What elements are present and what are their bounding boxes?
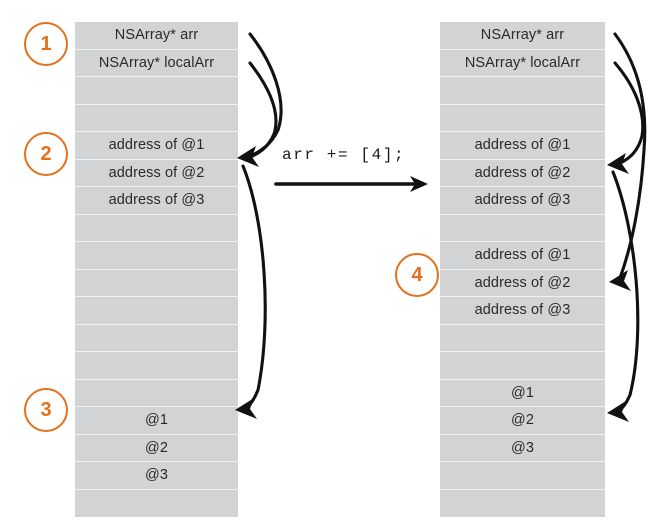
step-badge-2: 2 (24, 132, 68, 176)
before-localarr-pointer-arrow (246, 61, 278, 160)
after-memory-empty-row (440, 77, 605, 105)
before-memory-row: @2 (75, 434, 238, 462)
after-localarr-pointer-arrow (607, 61, 645, 174)
before-memory-empty-row (75, 269, 238, 297)
before-memory-row: address of @2 (75, 159, 238, 187)
after-memory-empty-row (440, 489, 605, 517)
after-memory-row: NSArray* arr (440, 22, 605, 50)
after-memory-row: address of @2 (440, 159, 605, 187)
before-memory-row: @3 (75, 462, 238, 490)
before-memory-empty-row (75, 324, 238, 352)
before-memory-empty-row (75, 104, 238, 132)
before-element-pointer-arrow (235, 164, 267, 419)
transition-code-label: arr += [4]; (282, 146, 406, 164)
transition-arrow-icon (274, 176, 428, 192)
after-memory-row: address of @3 (440, 187, 605, 215)
after-memory-empty-row (440, 462, 605, 490)
after-memory-row: @2 (440, 407, 605, 435)
before-memory-empty-row (75, 297, 238, 325)
step-badge-1: 1 (24, 22, 68, 66)
before-memory-empty-row (75, 242, 238, 270)
before-memory-empty-row (75, 214, 238, 242)
after-arr-pointer-arrow (609, 32, 647, 291)
before-memory-row: NSArray* arr (75, 22, 238, 50)
after-memory-row: address of @1 (440, 242, 605, 270)
before-memory-row: address of @3 (75, 187, 238, 215)
before-memory-row: @1 (75, 407, 238, 435)
after-memory-row: address of @2 (440, 269, 605, 297)
before-arr-pointer-arrow (237, 32, 283, 167)
after-memory-empty-row (440, 352, 605, 380)
step-badge-4: 4 (395, 253, 439, 297)
after-element-pointer-arrow (607, 170, 640, 422)
after-memory-row: address of @1 (440, 132, 605, 160)
after-memory-row: address of @3 (440, 297, 605, 325)
after-memory-empty-row (440, 104, 605, 132)
after-memory-row: @3 (440, 434, 605, 462)
step-badge-3: 3 (24, 388, 68, 432)
before-memory-empty-row (75, 379, 238, 407)
after-memory-empty-row (440, 214, 605, 242)
after-memory-row: @1 (440, 379, 605, 407)
before-memory-row: address of @1 (75, 132, 238, 160)
before-memory-empty-row (75, 352, 238, 380)
after-memory-row: NSArray* localArr (440, 49, 605, 77)
before-memory-row: NSArray* localArr (75, 49, 238, 77)
after-memory-empty-row (440, 324, 605, 352)
before-memory-empty-row (75, 489, 238, 517)
before-memory-empty-row (75, 77, 238, 105)
